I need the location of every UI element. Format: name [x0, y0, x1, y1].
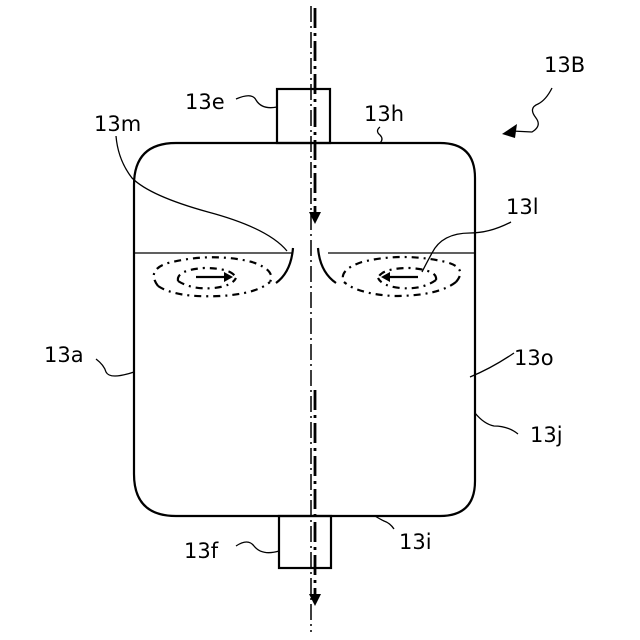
leader-13e	[236, 96, 277, 108]
vortex-left	[154, 257, 271, 296]
label-vortex: 13l	[506, 195, 539, 219]
label-outlet-port: 13f	[184, 539, 219, 563]
vortex-right	[343, 257, 460, 296]
inlet-port	[277, 89, 330, 143]
leader-13a	[96, 359, 134, 376]
leader-13m	[116, 136, 287, 251]
label-assembly: 13B	[544, 53, 585, 77]
vessel-body	[134, 143, 475, 516]
label-bottom-wall: 13i	[399, 530, 432, 554]
leader-13h	[378, 127, 383, 143]
leader-13i	[375, 516, 394, 529]
label-side-wall-left: 13a	[44, 343, 84, 367]
leader-13f	[236, 542, 279, 553]
assembly-arrowhead	[502, 124, 517, 138]
leader-13o	[470, 353, 514, 377]
leader-13l	[422, 222, 511, 272]
outlet-port	[279, 516, 331, 568]
label-interior: 13o	[514, 346, 554, 370]
label-side-wall-right: 13j	[530, 423, 563, 447]
leader-13j	[475, 413, 518, 434]
label-top-wall: 13h	[364, 102, 404, 126]
assembly-arrow-squiggle	[512, 88, 552, 132]
label-guide-plate: 13m	[94, 112, 141, 136]
label-inlet-port: 13e	[185, 90, 225, 114]
